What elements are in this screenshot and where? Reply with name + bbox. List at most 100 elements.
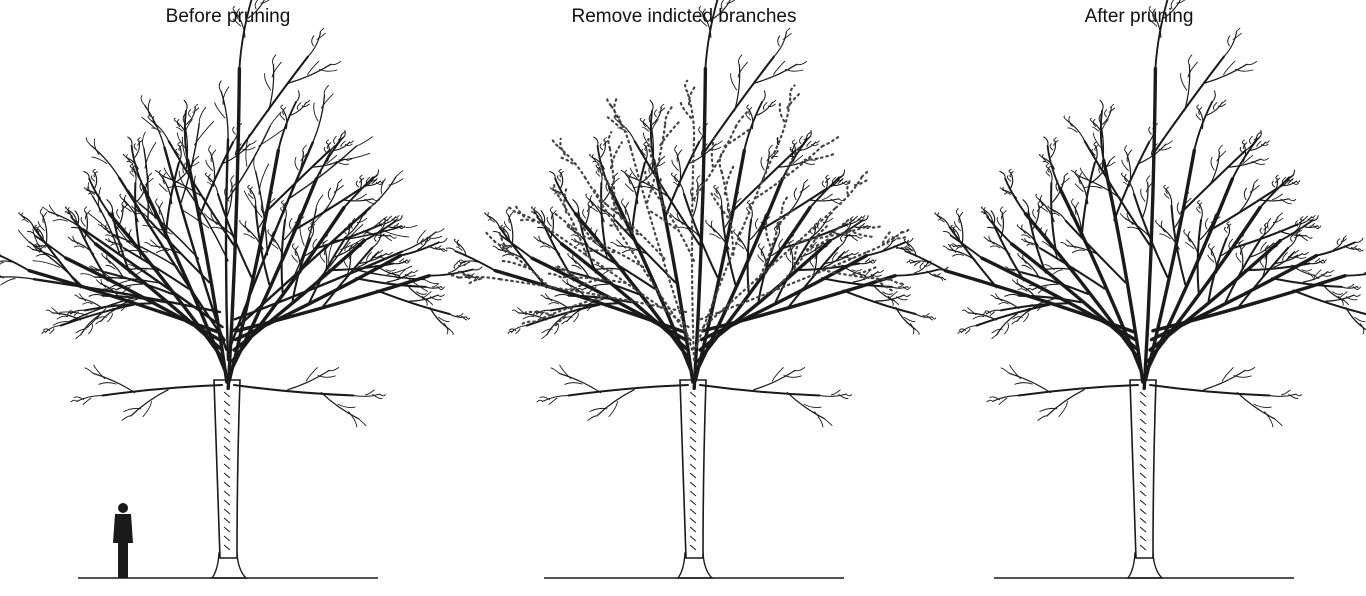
- removed-branch: [609, 189, 623, 220]
- branch: [81, 227, 224, 329]
- branch: [595, 267, 627, 272]
- branch: [791, 139, 796, 145]
- branch: [193, 155, 200, 162]
- branch: [211, 226, 225, 231]
- branch: [1359, 322, 1365, 335]
- branch: [1188, 54, 1193, 66]
- branch: [1331, 291, 1343, 295]
- branch: [865, 258, 871, 263]
- branch: [558, 269, 565, 274]
- branch: [371, 233, 382, 249]
- branch: [1218, 144, 1223, 153]
- branch: [628, 172, 633, 185]
- branch: [533, 236, 539, 242]
- branch: [1205, 218, 1209, 230]
- removed-branch: [679, 101, 693, 119]
- branch: [395, 170, 404, 178]
- branch: [369, 176, 397, 209]
- branch: [1042, 240, 1052, 249]
- branch: [397, 225, 404, 230]
- branch: [348, 249, 356, 260]
- bark-mark: [223, 400, 231, 407]
- branch: [773, 60, 786, 76]
- branch: [591, 156, 605, 170]
- branch: [456, 261, 462, 264]
- removed-branch: [847, 229, 876, 238]
- branch: [227, 125, 271, 200]
- branch: [890, 238, 897, 243]
- bark-mark: [689, 409, 697, 416]
- removed-branch: [710, 133, 717, 168]
- branch: [900, 245, 908, 249]
- branch: [990, 210, 996, 225]
- branch: [1199, 215, 1216, 241]
- branch: [1176, 0, 1186, 4]
- branch: [335, 160, 350, 165]
- branch: [74, 245, 85, 249]
- branch: [1296, 230, 1300, 235]
- branch: [806, 131, 811, 136]
- branch: [1309, 223, 1315, 227]
- branch: [760, 156, 765, 171]
- branch: [713, 184, 717, 190]
- branch: [803, 403, 822, 408]
- branch: [1217, 103, 1226, 108]
- branch: [699, 18, 708, 27]
- branch: [399, 241, 440, 257]
- branch: [128, 264, 139, 271]
- removed-branch: [793, 238, 802, 266]
- branch: [923, 263, 932, 267]
- branch: [573, 312, 579, 323]
- branch: [317, 375, 336, 378]
- branch: [152, 116, 157, 127]
- branch: [90, 145, 120, 179]
- branch: [811, 143, 819, 147]
- branch: [937, 219, 945, 223]
- branch: [100, 305, 122, 323]
- branch: [143, 147, 150, 223]
- branch: [328, 367, 340, 372]
- branch: [1210, 216, 1221, 223]
- branch: [1315, 258, 1321, 263]
- branch: [692, 182, 699, 218]
- branch: [178, 144, 183, 151]
- removed-branch: [576, 232, 645, 269]
- branch: [821, 193, 833, 200]
- branch: [1176, 202, 1181, 215]
- branch: [319, 27, 325, 34]
- branch: [1146, 175, 1151, 184]
- branch: [595, 164, 599, 169]
- branch: [502, 245, 519, 249]
- branch: [1123, 176, 1135, 195]
- branch: [698, 126, 702, 135]
- branch: [1293, 249, 1300, 254]
- branch: [1311, 215, 1316, 219]
- branch: [35, 231, 42, 237]
- branch: [701, 274, 897, 333]
- branch: [80, 273, 96, 278]
- branch: [235, 274, 431, 333]
- branch: [129, 171, 135, 177]
- bark-mark: [689, 391, 697, 398]
- removed-branch: [659, 120, 681, 147]
- branch: [603, 137, 607, 142]
- branch: [588, 154, 593, 158]
- branch: [454, 250, 497, 272]
- branch: [137, 137, 141, 142]
- branch: [1124, 218, 1154, 241]
- branch: [1031, 283, 1059, 291]
- branch: [512, 309, 519, 314]
- branch: [1010, 172, 1014, 189]
- branch: [244, 220, 250, 233]
- branch: [803, 179, 809, 186]
- branch: [76, 394, 104, 402]
- branch: [713, 0, 731, 19]
- branch: [663, 141, 701, 222]
- branch: [1340, 238, 1347, 243]
- removed-branch: [593, 189, 607, 206]
- branch: [1242, 154, 1254, 165]
- branch: [1261, 143, 1269, 147]
- branch: [1148, 6, 1153, 13]
- branch: [144, 241, 152, 247]
- branch: [1239, 244, 1246, 256]
